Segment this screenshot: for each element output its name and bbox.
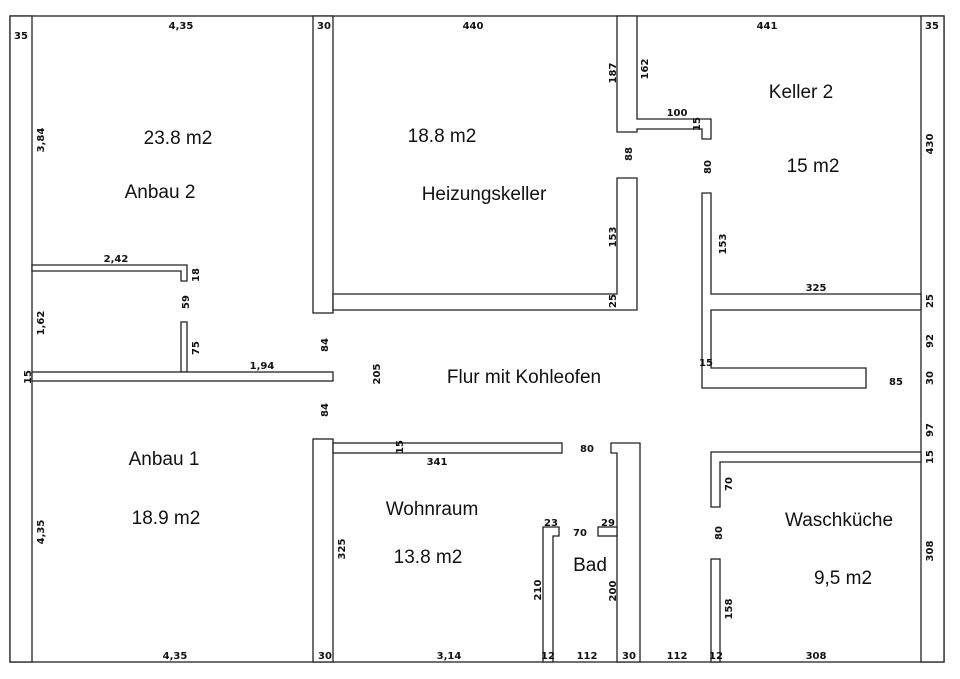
dim-label: 1,62 (36, 311, 47, 336)
dim-label: 112 (577, 651, 598, 662)
dim-label: 15 (395, 440, 406, 454)
waschkueche-top-wall (710, 451, 922, 508)
keller2-lower-wall (701, 192, 922, 389)
waschkueche-left-wall (710, 558, 721, 663)
room-name-anbau1: Anbau 1 (129, 449, 200, 470)
dim-label: 325 (806, 283, 827, 294)
wohnraum-top-wall (332, 442, 563, 454)
dim-label: 30 (622, 651, 636, 662)
dim-label: 112 (667, 651, 688, 662)
dim-label: 15 (692, 117, 703, 131)
anbau-stub-wall (180, 321, 188, 373)
dim-label: 75 (191, 341, 202, 355)
dim-label: 80 (580, 444, 594, 455)
dim-label: 92 (925, 334, 936, 348)
dim-label: 84 (320, 338, 331, 352)
dim-label: 80 (703, 160, 714, 174)
outer-outline (9, 15, 945, 663)
dim-label: 308 (806, 651, 827, 662)
dim-label: 12 (709, 651, 723, 662)
dim-label: 341 (427, 457, 448, 468)
room-name-bad: Bad (573, 555, 607, 576)
anbau2-divider-wall (31, 264, 188, 282)
dim-label: 158 (724, 599, 735, 620)
dim-label: 18 (191, 268, 202, 282)
dim-label: 97 (925, 423, 936, 437)
dim-label: 162 (640, 59, 651, 80)
dim-label: 440 (463, 21, 484, 32)
room-name-heizungskeller: Heizungskeller (422, 184, 547, 205)
room-area-anbau1: 18.9 m2 (132, 508, 201, 529)
dim-label: 30 (318, 651, 332, 662)
dim-label: 12 (541, 651, 555, 662)
dim-label: 70 (573, 528, 587, 539)
dim-label: 1,94 (250, 361, 275, 372)
heizungskeller-wall (332, 177, 638, 311)
bad-right-wall (610, 442, 641, 663)
dim-label: 29 (601, 518, 615, 529)
bad-stub-29 (597, 526, 618, 537)
dim-label: 200 (608, 581, 619, 602)
dim-label: 70 (724, 477, 735, 491)
dim-label: 153 (608, 227, 619, 248)
dim-label: 15 (23, 370, 34, 384)
room-area-keller2: 15 m2 (787, 156, 840, 177)
room-area-waschkueche: 9,5 m2 (814, 568, 872, 589)
dim-label: 4,35 (36, 520, 47, 545)
dim-label: 80 (714, 526, 725, 540)
room-area-wohnraum: 13.8 m2 (394, 547, 463, 568)
room-name-anbau2: Anbau 2 (125, 182, 196, 203)
anbau1-top-wall (31, 371, 334, 382)
right-outer-wall (920, 15, 945, 663)
column-upper (312, 15, 334, 314)
room-name-flur: Flur mit Kohleofen (447, 367, 601, 388)
keller2-upper-wall (616, 15, 712, 140)
dim-label: 85 (889, 377, 903, 388)
dim-label: 35 (925, 21, 939, 32)
dim-label: 4,35 (169, 21, 194, 32)
room-name-keller2: Keller 2 (769, 82, 833, 103)
dim-label: 100 (667, 108, 688, 119)
dim-label: 15 (699, 358, 713, 369)
dim-label: 210 (533, 580, 544, 601)
left-outer-wall (9, 15, 33, 663)
column-lower (312, 438, 334, 663)
dim-label: 325 (337, 539, 348, 560)
dim-label: 205 (372, 364, 383, 385)
dim-label: 15 (925, 450, 936, 464)
dim-label: 23 (544, 518, 558, 529)
dim-label: 3,14 (437, 651, 462, 662)
room-name-waschkueche: Waschküche (785, 510, 893, 531)
room-name-wohnraum: Wohnraum (386, 499, 479, 520)
dim-label: 3,84 (36, 128, 47, 153)
dim-label: 84 (320, 403, 331, 417)
dim-label: 187 (608, 63, 619, 84)
dim-label: 153 (718, 234, 729, 255)
dim-label: 441 (757, 21, 778, 32)
dim-label: 4,35 (163, 651, 188, 662)
bad-left-wall (542, 526, 560, 663)
room-area-heizungskeller: 18.8 m2 (408, 126, 477, 147)
dim-label: 25 (608, 294, 619, 308)
dim-label: 30 (317, 21, 331, 32)
dim-label: 35 (14, 31, 28, 42)
dim-label: 25 (925, 294, 936, 308)
dim-label: 308 (925, 541, 936, 562)
dim-label: 88 (624, 147, 635, 161)
room-area-anbau2: 23.8 m2 (144, 128, 213, 149)
dim-label: 2,42 (104, 254, 129, 265)
dim-label: 30 (925, 371, 936, 385)
dim-label: 430 (925, 134, 936, 155)
dim-label: 59 (181, 295, 192, 309)
